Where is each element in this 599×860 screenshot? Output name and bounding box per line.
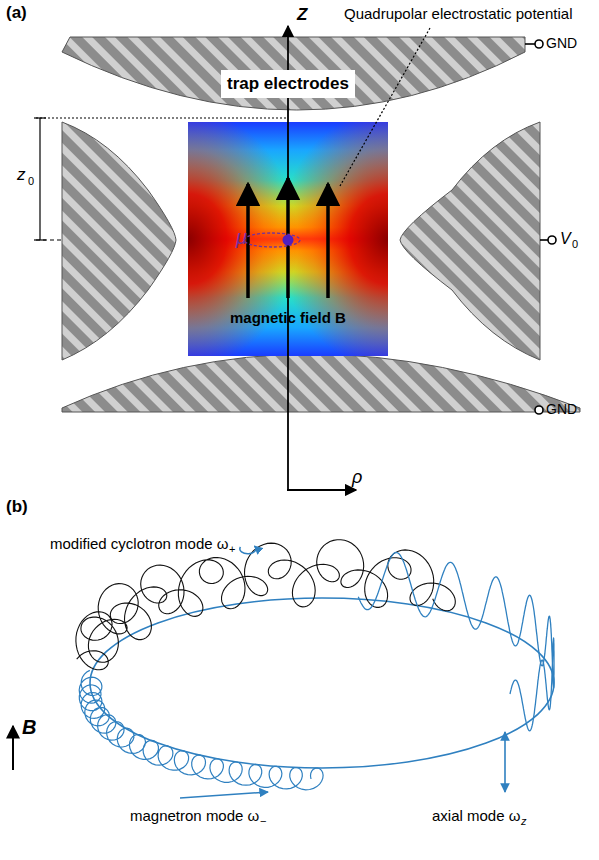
particle xyxy=(283,235,294,246)
bottom-electrode xyxy=(62,354,580,412)
top-electrode xyxy=(62,37,525,110)
terminal-subscript: 0 xyxy=(572,238,578,250)
terminal-name: V xyxy=(560,230,571,248)
trajectory xyxy=(76,540,554,790)
terminal-name: GND xyxy=(546,36,577,51)
node-text: trap electrodes xyxy=(227,74,349,94)
leader-line xyxy=(340,28,430,186)
axis-name: Z xyxy=(297,6,307,25)
mode-subscript: − xyxy=(260,815,266,827)
node-text: magnetic field B xyxy=(230,309,346,326)
field-symbol: B xyxy=(22,716,36,738)
mode-label: modified cyclotron mode ω xyxy=(50,536,228,553)
trajectory-stroke xyxy=(79,670,323,789)
ring-electrode-right xyxy=(400,122,540,360)
mode-subscript: z xyxy=(521,815,527,827)
b-arrow xyxy=(12,726,14,770)
moment-symbol: μ xyxy=(236,226,247,248)
panel-letter: (a) xyxy=(6,4,27,23)
magnetron-arrow xyxy=(180,792,268,798)
rho-axis xyxy=(287,489,356,491)
axis-name: ρ xyxy=(352,468,362,488)
trajectory-stroke xyxy=(358,553,554,731)
panel-letter: (b) xyxy=(6,498,28,517)
ring-electrode-left xyxy=(62,122,176,360)
magnetron-orbit xyxy=(90,598,554,768)
trajectory-stroke xyxy=(76,540,455,670)
cyclotron-arrow xyxy=(240,546,256,554)
callout-text: Quadrupolar electrostatic potential xyxy=(344,6,572,23)
dimension-label: z xyxy=(16,166,27,185)
dimension-z0 xyxy=(34,118,288,240)
mode-label: axial mode ω xyxy=(432,808,520,825)
mode-subscript: + xyxy=(229,543,235,555)
dimension-subscript: 0 xyxy=(28,175,34,187)
field-label-box: magnetic field B xyxy=(226,307,350,328)
axial-arrow xyxy=(504,732,506,792)
terminal-name: GND xyxy=(546,402,577,417)
mode-label: magnetron mode ω xyxy=(130,808,259,825)
terminals xyxy=(525,40,580,414)
moment-orbit xyxy=(244,233,300,247)
electrode-label-box: trap electrodes xyxy=(221,70,355,98)
field-arrows xyxy=(248,178,328,298)
